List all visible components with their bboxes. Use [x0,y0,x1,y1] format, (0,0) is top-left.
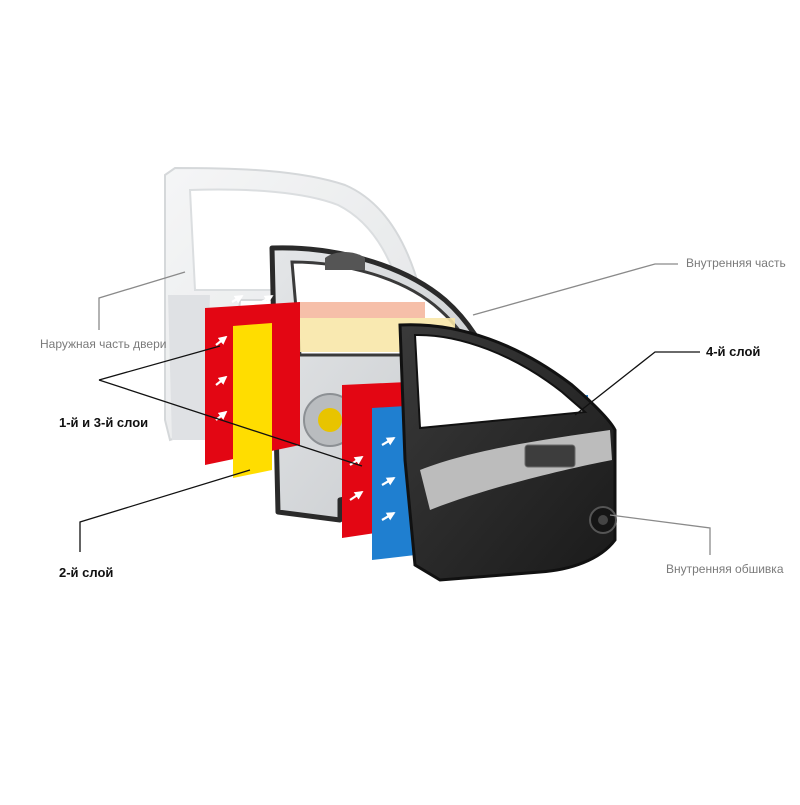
inner-trim-panel [398,323,617,582]
layer-3-arrows [349,456,364,501]
label-layer-4: 4-й слой [706,344,761,359]
label-layer-2: 2-й слой [59,565,114,580]
callout-lines-gray [98,263,711,555]
label-inner-trim: Внутренняя обшивка [666,562,784,576]
layer-pale-red [300,302,425,318]
label-outer-door: Наружная часть двери [40,337,167,351]
layer-2-yellow-panel [233,323,272,478]
label-inner-part: Внутренняя часть [686,256,786,270]
callout-lines-black [79,345,700,552]
label-layers-1-3: 1-й и 3-й слои [59,415,149,430]
